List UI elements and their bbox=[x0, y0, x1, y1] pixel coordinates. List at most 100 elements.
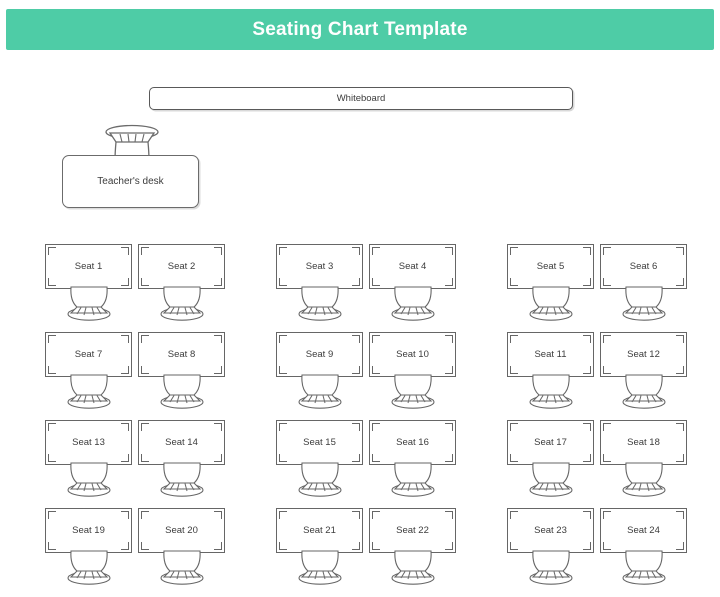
desk-leg-tr bbox=[676, 511, 684, 519]
desk-leg-br bbox=[676, 542, 684, 550]
seat-desk[interactable]: Seat 4 bbox=[369, 244, 456, 289]
seat-desk[interactable]: Seat 16 bbox=[369, 420, 456, 465]
seat-desk[interactable]: Seat 18 bbox=[600, 420, 687, 465]
seat-unit[interactable]: Seat 22 bbox=[369, 503, 456, 587]
seat-unit[interactable]: Seat 2 bbox=[138, 239, 225, 323]
teacher-desk[interactable]: Teacher's desk bbox=[62, 155, 199, 208]
seat-unit[interactable]: Seat 10 bbox=[369, 327, 456, 411]
seat-unit[interactable]: Seat 6 bbox=[600, 239, 687, 323]
seat-desk[interactable]: Seat 13 bbox=[45, 420, 132, 465]
seat-desk[interactable]: Seat 3 bbox=[276, 244, 363, 289]
seat-label: Seat 11 bbox=[534, 349, 567, 360]
desk-leg-tr bbox=[676, 423, 684, 431]
desk-leg-br bbox=[583, 542, 591, 550]
desk-leg-bl bbox=[48, 454, 56, 462]
desk-leg-bl bbox=[48, 542, 56, 550]
seat-desk[interactable]: Seat 10 bbox=[369, 332, 456, 377]
seat-pair: Seat 19 Seat 20 bbox=[45, 503, 225, 587]
seat-unit[interactable]: Seat 5 bbox=[507, 239, 594, 323]
seat-unit[interactable]: Seat 16 bbox=[369, 415, 456, 499]
seat-desk[interactable]: Seat 19 bbox=[45, 508, 132, 553]
seat-desk[interactable]: Seat 7 bbox=[45, 332, 132, 377]
seat-unit[interactable]: Seat 1 bbox=[45, 239, 132, 323]
seat-desk[interactable]: Seat 17 bbox=[507, 420, 594, 465]
seat-unit[interactable]: Seat 17 bbox=[507, 415, 594, 499]
seat-desk[interactable]: Seat 22 bbox=[369, 508, 456, 553]
seat-chair-icon bbox=[390, 374, 436, 409]
seat-unit[interactable]: Seat 15 bbox=[276, 415, 363, 499]
seat-unit[interactable]: Seat 9 bbox=[276, 327, 363, 411]
seat-chair-icon bbox=[297, 550, 343, 585]
desk-leg-tl bbox=[510, 247, 518, 255]
seat-desk[interactable]: Seat 15 bbox=[276, 420, 363, 465]
seat-chair-icon bbox=[390, 286, 436, 321]
seat-desk[interactable]: Seat 23 bbox=[507, 508, 594, 553]
teacher-area: Teacher's desk bbox=[62, 122, 202, 212]
seat-unit[interactable]: Seat 4 bbox=[369, 239, 456, 323]
seat-label: Seat 7 bbox=[74, 349, 103, 360]
desk-leg-tl bbox=[141, 511, 149, 519]
seat-desk[interactable]: Seat 2 bbox=[138, 244, 225, 289]
seat-unit[interactable]: Seat 3 bbox=[276, 239, 363, 323]
seat-desk[interactable]: Seat 21 bbox=[276, 508, 363, 553]
desk-leg-tr bbox=[352, 247, 360, 255]
seat-desk[interactable]: Seat 5 bbox=[507, 244, 594, 289]
seat-unit[interactable]: Seat 8 bbox=[138, 327, 225, 411]
seat-unit[interactable]: Seat 24 bbox=[600, 503, 687, 587]
seat-chair-icon bbox=[159, 462, 205, 497]
seat-unit[interactable]: Seat 7 bbox=[45, 327, 132, 411]
seat-chair-icon bbox=[66, 550, 112, 585]
seat-unit[interactable]: Seat 18 bbox=[600, 415, 687, 499]
seat-label: Seat 12 bbox=[627, 349, 660, 360]
desk-leg-br bbox=[445, 454, 453, 462]
seat-pair: Seat 7 Seat 8 bbox=[45, 327, 225, 411]
seat-desk[interactable]: Seat 11 bbox=[507, 332, 594, 377]
desk-leg-bl bbox=[48, 366, 56, 374]
desk-leg-tr bbox=[214, 247, 222, 255]
seat-label: Seat 20 bbox=[165, 525, 198, 536]
seat-unit[interactable]: Seat 19 bbox=[45, 503, 132, 587]
seat-desk[interactable]: Seat 6 bbox=[600, 244, 687, 289]
seat-chair-icon bbox=[528, 550, 574, 585]
desk-leg-br bbox=[214, 542, 222, 550]
seat-desk[interactable]: Seat 20 bbox=[138, 508, 225, 553]
seat-label: Seat 13 bbox=[72, 437, 105, 448]
desk-leg-tl bbox=[48, 247, 56, 255]
desk-leg-bl bbox=[510, 278, 518, 286]
desk-leg-tr bbox=[583, 423, 591, 431]
seat-unit[interactable]: Seat 20 bbox=[138, 503, 225, 587]
seat-chair-icon bbox=[390, 462, 436, 497]
desk-leg-bl bbox=[372, 542, 380, 550]
seat-unit[interactable]: Seat 21 bbox=[276, 503, 363, 587]
seat-unit[interactable]: Seat 11 bbox=[507, 327, 594, 411]
page-title: Seating Chart Template bbox=[252, 18, 468, 40]
seat-desk[interactable]: Seat 9 bbox=[276, 332, 363, 377]
desk-leg-tr bbox=[121, 335, 129, 343]
desk-leg-tl bbox=[48, 335, 56, 343]
seat-unit[interactable]: Seat 14 bbox=[138, 415, 225, 499]
desk-leg-bl bbox=[603, 366, 611, 374]
whiteboard[interactable]: Whiteboard bbox=[149, 87, 573, 110]
seat-desk[interactable]: Seat 1 bbox=[45, 244, 132, 289]
seat-unit[interactable]: Seat 13 bbox=[45, 415, 132, 499]
desk-leg-bl bbox=[510, 542, 518, 550]
desk-leg-br bbox=[676, 278, 684, 286]
desk-leg-tl bbox=[603, 247, 611, 255]
desk-leg-bl bbox=[603, 542, 611, 550]
seat-unit[interactable]: Seat 12 bbox=[600, 327, 687, 411]
desk-leg-tl bbox=[372, 335, 380, 343]
desk-leg-bl bbox=[279, 278, 287, 286]
desk-leg-br bbox=[583, 366, 591, 374]
seat-unit[interactable]: Seat 23 bbox=[507, 503, 594, 587]
seat-desk[interactable]: Seat 12 bbox=[600, 332, 687, 377]
desk-leg-tr bbox=[583, 511, 591, 519]
seat-desk[interactable]: Seat 24 bbox=[600, 508, 687, 553]
seat-desk[interactable]: Seat 8 bbox=[138, 332, 225, 377]
desk-leg-tl bbox=[510, 335, 518, 343]
seat-desk[interactable]: Seat 14 bbox=[138, 420, 225, 465]
